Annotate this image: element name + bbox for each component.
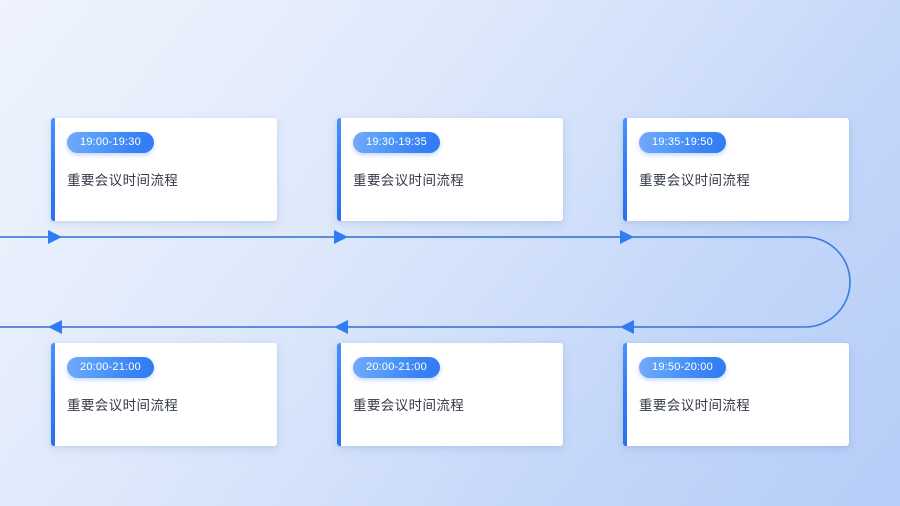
card-title: 重要会议时间流程 [639, 173, 751, 188]
time-badge: 20:00-21:00 [353, 357, 440, 378]
card-title: 重要会议时间流程 [67, 173, 179, 188]
timeline-card[interactable]: 19:30-19:35 重要会议时间流程 [337, 118, 563, 221]
card-accent-bar [51, 118, 55, 221]
card-title: 重要会议时间流程 [353, 173, 465, 188]
card-content: 19:00-19:30 重要会议时间流程 [67, 132, 267, 189]
arrow-right-icon [620, 230, 634, 244]
card-title: 重要会议时间流程 [639, 398, 751, 413]
card-title: 重要会议时间流程 [67, 398, 179, 413]
time-badge: 19:30-19:35 [353, 132, 440, 153]
time-badge: 20:00-21:00 [67, 357, 154, 378]
card-title: 重要会议时间流程 [353, 398, 465, 413]
card-accent-bar [51, 343, 55, 446]
time-badge: 19:00-19:30 [67, 132, 154, 153]
timeline-card[interactable]: 20:00-21:00 重要会议时间流程 [51, 343, 277, 446]
timeline-track [0, 236, 851, 328]
timeline-card[interactable]: 20:00-21:00 重要会议时间流程 [337, 343, 563, 446]
time-badge: 19:50-20:00 [639, 357, 726, 378]
card-content: 20:00-21:00 重要会议时间流程 [67, 357, 267, 414]
card-content: 19:35-19:50 重要会议时间流程 [639, 132, 839, 189]
card-content: 20:00-21:00 重要会议时间流程 [353, 357, 553, 414]
time-badge: 19:35-19:50 [639, 132, 726, 153]
card-accent-bar [337, 118, 341, 221]
arrow-left-icon [620, 320, 634, 334]
arrow-left-icon [334, 320, 348, 334]
card-content: 19:50-20:00 重要会议时间流程 [639, 357, 839, 414]
timeline-card[interactable]: 19:35-19:50 重要会议时间流程 [623, 118, 849, 221]
card-accent-bar [623, 343, 627, 446]
timeline-card[interactable]: 19:50-20:00 重要会议时间流程 [623, 343, 849, 446]
card-accent-bar [623, 118, 627, 221]
arrow-right-icon [48, 230, 62, 244]
card-content: 19:30-19:35 重要会议时间流程 [353, 132, 553, 189]
card-accent-bar [337, 343, 341, 446]
arrow-left-icon [48, 320, 62, 334]
arrow-right-icon [334, 230, 348, 244]
timeline-card[interactable]: 19:00-19:30 重要会议时间流程 [51, 118, 277, 221]
